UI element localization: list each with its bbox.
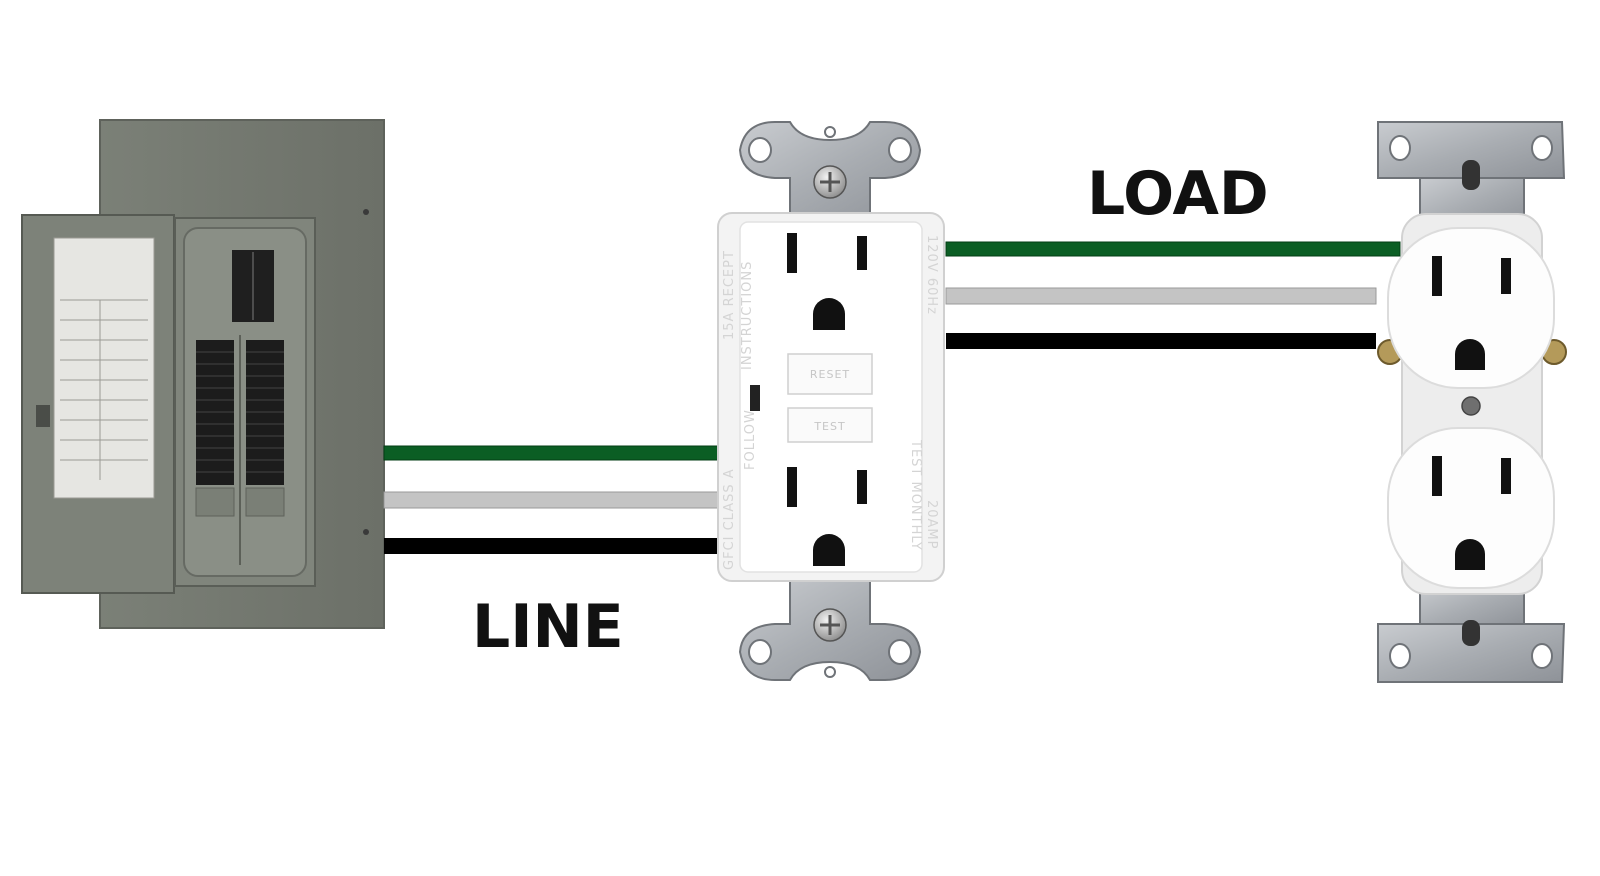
gfci-test-button[interactable]: TEST bbox=[787, 407, 873, 443]
load-ground-wire bbox=[945, 241, 1401, 257]
load-hot-wire bbox=[946, 333, 1376, 349]
gfci-reset-button[interactable]: RESET bbox=[787, 353, 873, 395]
line-neutral-wire bbox=[383, 491, 719, 509]
load-label: LOAD bbox=[1087, 159, 1269, 229]
gfci-status-led bbox=[750, 385, 760, 411]
breaker-panel-icon bbox=[21, 119, 385, 629]
line-label: LINE bbox=[472, 592, 624, 662]
gfci-right-top-text: 120V 60Hz bbox=[924, 235, 939, 315]
line-hot-wire bbox=[384, 538, 718, 554]
gfci-left-bottom-text: GFCI CLASS A bbox=[722, 468, 737, 570]
gfci-right-bottom-text: 20AMP bbox=[924, 500, 939, 550]
load-wires bbox=[945, 241, 1401, 349]
load-neutral-wire bbox=[945, 287, 1377, 305]
gfci-left-mid-text: INSTRUCTIONS bbox=[740, 261, 755, 370]
gfci-right-mid-text: TEST MONTHLY bbox=[908, 439, 923, 551]
gfci-left-top-text: 15A RECEPT bbox=[722, 250, 737, 340]
line-wires bbox=[383, 445, 719, 554]
duplex-outlet-icon bbox=[1377, 121, 1567, 683]
line-ground-wire bbox=[383, 445, 719, 461]
gfci-outlet-icon: RESET TEST 15A RECEPT INSTRUCTIONS GFCI … bbox=[717, 121, 945, 681]
gfci-reset-label: RESET bbox=[810, 368, 850, 381]
gfci-test-label: TEST bbox=[813, 420, 845, 433]
gfci-led-label: FOLLOW bbox=[743, 409, 758, 470]
